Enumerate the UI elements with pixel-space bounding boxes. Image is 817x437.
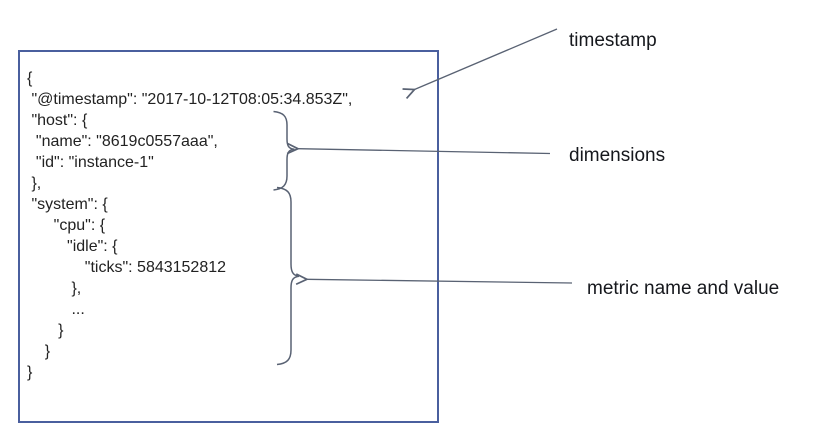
- json-code: { "@timestamp": "2017-10-12T08:05:34.853…: [27, 68, 352, 383]
- code-line: },: [27, 175, 42, 192]
- code-line: ...: [27, 301, 85, 318]
- code-line: "cpu": {: [27, 217, 106, 234]
- timestamp-label: timestamp: [569, 30, 657, 51]
- code-line: "system": {: [27, 196, 108, 213]
- json-document-box: [18, 50, 439, 423]
- code-line: {: [27, 70, 33, 87]
- code-line: }: [27, 322, 64, 339]
- code-line: },: [27, 280, 82, 297]
- metric-name-and-value-label: metric name and value: [587, 278, 780, 299]
- code-line: "host": {: [27, 112, 88, 129]
- code-line: "name": "8619c0557aaa",: [27, 133, 218, 150]
- dimensions-label: dimensions: [569, 145, 666, 166]
- code-line: "@timestamp": "2017-10-12T08:05:34.853Z"…: [27, 91, 353, 108]
- code-line: }: [27, 343, 51, 360]
- code-line: "idle": {: [27, 238, 118, 255]
- code-line: }: [27, 364, 33, 381]
- code-line: "id": "instance-1": [27, 154, 154, 171]
- code-line: "ticks": 5843152812: [27, 259, 227, 276]
